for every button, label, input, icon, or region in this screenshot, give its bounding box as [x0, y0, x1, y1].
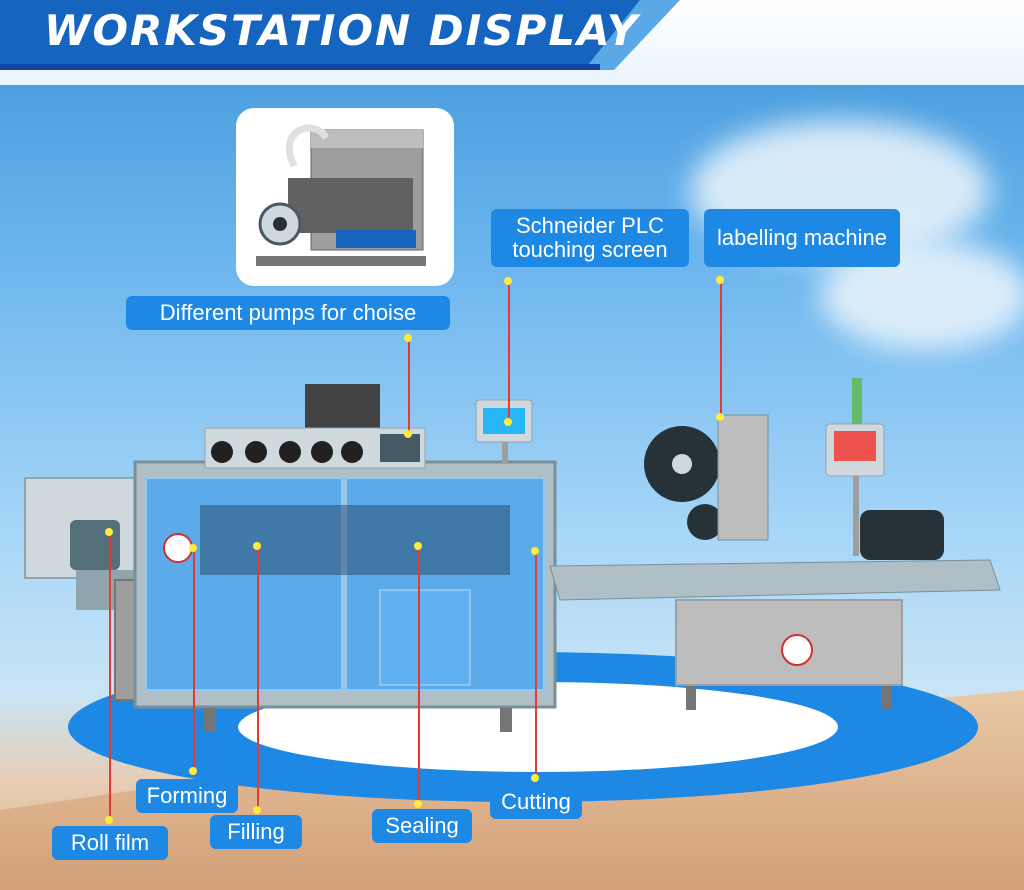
brand-logo-right — [781, 634, 813, 666]
leader-line — [109, 532, 111, 822]
leader-line — [418, 546, 420, 804]
label-filling: Filling — [210, 815, 302, 849]
leader-dot — [414, 542, 422, 550]
leader-dot — [716, 413, 724, 421]
pump-head — [245, 441, 267, 463]
panel-stand — [853, 476, 859, 556]
title-banner — [0, 0, 640, 64]
labeller-tower — [717, 414, 769, 541]
pump-inset-photo — [236, 108, 454, 286]
pump-head — [311, 441, 333, 463]
pump-base — [256, 256, 426, 266]
label-plc-line2: touching screen — [512, 237, 668, 262]
signal-light — [852, 378, 862, 424]
cabinet-door-left — [145, 477, 343, 691]
labeller-screen — [834, 431, 876, 461]
forming-filling-stations — [200, 505, 510, 575]
label-roll-small — [687, 504, 723, 540]
conveyor — [549, 559, 1001, 601]
machine-foot — [882, 686, 892, 710]
leader-line — [257, 546, 259, 810]
leader-line — [408, 340, 410, 432]
labeller-motor — [860, 510, 944, 560]
leader-dot — [253, 542, 261, 550]
brand-logo-left — [163, 533, 193, 563]
machine-foot — [500, 708, 512, 732]
leader-line — [720, 281, 722, 417]
label-cutting: Cutting — [490, 785, 582, 819]
pump-manifold — [288, 178, 413, 233]
leader-dot — [189, 767, 197, 775]
leader-dot — [716, 276, 724, 284]
label-roll-hub — [672, 454, 692, 474]
label-plc: Schneider PLC touching screen — [491, 209, 689, 267]
leader-dot — [414, 800, 422, 808]
page-title: WORKSTATION DISPLAY — [44, 6, 640, 55]
leader-dot — [189, 544, 197, 552]
leader-dot — [404, 334, 412, 342]
plc-arm — [502, 442, 508, 464]
leader-dot — [531, 547, 539, 555]
pump-port — [273, 217, 287, 231]
leader-dot — [504, 418, 512, 426]
leader-dot — [253, 806, 261, 814]
machine-foot — [686, 686, 696, 710]
label-sealing: Sealing — [372, 809, 472, 843]
machine-foot — [204, 708, 216, 732]
label-labelling-machine: labelling machine — [704, 209, 900, 267]
tank-lid — [311, 130, 423, 148]
pump-controller — [380, 434, 420, 462]
leader-dot — [105, 528, 113, 536]
label-forming: Forming — [136, 779, 238, 813]
leader-line — [535, 551, 537, 779]
pump-head — [211, 441, 233, 463]
hose-bundle — [336, 230, 416, 248]
leader-dot — [504, 277, 512, 285]
label-pumps: Different pumps for choise — [126, 296, 450, 330]
leader-line — [508, 282, 510, 420]
title-underline — [0, 64, 600, 70]
pump-head — [341, 441, 363, 463]
leader-line — [193, 548, 195, 770]
label-roll-film: Roll film — [52, 826, 168, 860]
supply-hose — [285, 124, 330, 168]
leader-dot — [531, 774, 539, 782]
film-roll — [70, 520, 120, 570]
label-plc-line1: Schneider PLC — [516, 213, 664, 238]
leader-dot — [404, 430, 412, 438]
hopper — [305, 384, 380, 432]
sealing-block — [379, 589, 471, 686]
leader-dot — [105, 816, 113, 824]
pump-head — [279, 441, 301, 463]
